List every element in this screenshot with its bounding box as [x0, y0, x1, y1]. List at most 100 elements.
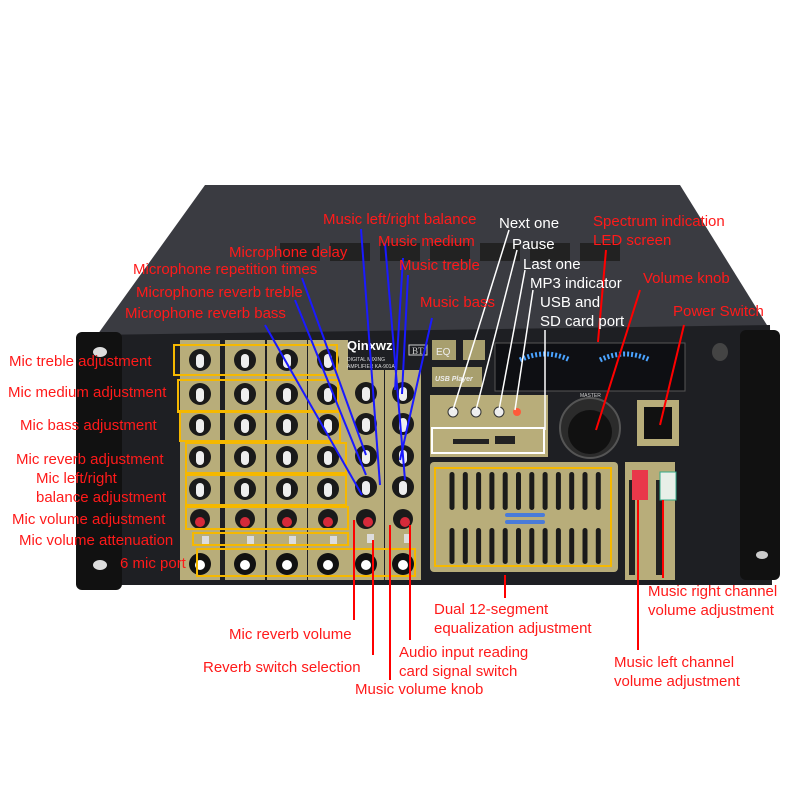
knob-pointer [283, 354, 291, 368]
label-audio-input-line2: card signal switch [399, 663, 518, 680]
knob-pointer [196, 451, 204, 465]
rack-hole [93, 347, 107, 357]
mic-volume-knob-cap [195, 517, 205, 527]
jack-center [361, 560, 371, 570]
attenuation-switch[interactable] [330, 536, 337, 545]
highlight-box [179, 410, 341, 442]
label-mp3-indicator: MP3 indicator [530, 275, 622, 292]
leader-line-blue [401, 274, 409, 395]
eq-slider-right[interactable] [582, 528, 588, 564]
label-left-channel-line2: volume adjustment [614, 673, 740, 690]
jack-center [398, 560, 408, 570]
master-knob-cap [568, 410, 612, 454]
leader-line-red [595, 289, 641, 431]
eq-button[interactable] [432, 340, 456, 360]
knob-pointer [362, 387, 370, 401]
attenuation-switch[interactable] [247, 536, 254, 545]
label-mic-medium: Mic medium adjustment [8, 384, 167, 401]
eq-slider-right[interactable] [529, 528, 535, 564]
knob-pointer [196, 483, 204, 497]
knob-pointer [283, 388, 291, 402]
music-right-fader[interactable] [659, 471, 677, 501]
music-left-fader[interactable] [632, 470, 648, 500]
leader-line-white [475, 249, 518, 411]
next-button[interactable] [447, 406, 459, 418]
power-switch[interactable] [644, 407, 672, 439]
sd-card-slot[interactable] [453, 439, 489, 444]
highlight-box [185, 442, 347, 474]
eq-slider-right[interactable] [542, 528, 548, 564]
leader-lines [173, 228, 685, 680]
label-mic-reverb: Mic reverb adjustment [16, 451, 164, 468]
selector-switch[interactable] [404, 534, 411, 543]
eq-slider-left[interactable] [555, 472, 561, 510]
eq-slider-left[interactable] [569, 472, 575, 510]
master-label: MASTER [580, 393, 601, 399]
label-reverb-switch: Reverb switch selection [203, 659, 361, 676]
label-power-switch: Power Switch [673, 303, 764, 320]
eq-slider-right[interactable] [502, 528, 508, 564]
eq-slider-right[interactable] [516, 528, 521, 564]
knob-pointer [283, 483, 291, 497]
label-right-channel-line1: Music right channel [648, 583, 778, 600]
knob-pointer [241, 388, 249, 402]
highlight-box [173, 344, 338, 376]
knob-pointer [241, 354, 249, 368]
label-left-channel-line1: Music left channel [614, 654, 735, 671]
knob-pointer [196, 388, 204, 402]
eq-left-channel-tag [505, 513, 545, 517]
label-usb-sd-line1: USB and [540, 294, 601, 311]
highlight-box [185, 506, 349, 530]
eq-slider-left[interactable] [489, 472, 495, 510]
label-mic-lr-line2: balance adjustment [36, 489, 167, 506]
eq-slider-right[interactable] [569, 528, 575, 564]
eq-slider-left[interactable] [449, 472, 455, 510]
label-mic-reverb-treble: Microphone reverb treble [136, 284, 303, 301]
fader-track-left [629, 480, 635, 575]
mp3-indicator-led [513, 408, 521, 416]
label-music-treble: Music treble [399, 257, 480, 274]
label-music-bass: Music bass [420, 294, 496, 311]
knob-pointer [362, 450, 370, 464]
eq-slider-right[interactable] [555, 528, 561, 564]
knob-pointer [196, 419, 204, 433]
usb-player-label: USB Player [435, 376, 474, 383]
leader-line-blue [264, 324, 363, 496]
jack-center [323, 560, 333, 570]
leader-line-white [452, 229, 510, 411]
vu-meter-right [598, 351, 652, 363]
eq-slider-right[interactable] [489, 528, 495, 564]
knob-pointer [362, 481, 370, 495]
eq-slider-right[interactable] [462, 528, 468, 564]
eq-slider-left[interactable] [502, 472, 508, 510]
eq-slider-left[interactable] [542, 472, 548, 510]
attenuation-switch[interactable] [202, 536, 209, 545]
label-next-one: Next one [499, 215, 560, 232]
fader-track-right [656, 480, 662, 575]
knob-pointer [324, 483, 332, 497]
leader-line-blue [360, 228, 381, 486]
eq-slider-left[interactable] [516, 472, 521, 510]
leader-line-blue [301, 277, 367, 456]
eq-slider-right[interactable] [449, 528, 455, 564]
model-line1: DIGITAL MIXING [347, 357, 385, 363]
attenuation-switch[interactable] [289, 536, 296, 545]
eq-slider-right[interactable] [476, 528, 482, 564]
eq-slider-left[interactable] [462, 472, 468, 510]
label-music-volume-knob: Music volume knob [355, 681, 484, 698]
eq-slider-left[interactable] [595, 472, 601, 510]
selector-switch[interactable] [367, 534, 374, 543]
bt-badge [408, 344, 428, 356]
eq-slider-left[interactable] [582, 472, 588, 510]
eq-button-label: EQ [436, 347, 451, 358]
eq-slider-left[interactable] [529, 472, 535, 510]
eq-slider-left[interactable] [476, 472, 482, 510]
rack-hole [93, 560, 107, 570]
eq-slider-right[interactable] [595, 528, 601, 564]
knob-pointer [241, 451, 249, 465]
label-mic-reverb-bass: Microphone reverb bass [125, 305, 286, 322]
mode-button[interactable] [463, 340, 485, 360]
jack-center [282, 560, 292, 570]
usb-player-badge [432, 367, 482, 387]
usb-port[interactable] [495, 436, 515, 444]
